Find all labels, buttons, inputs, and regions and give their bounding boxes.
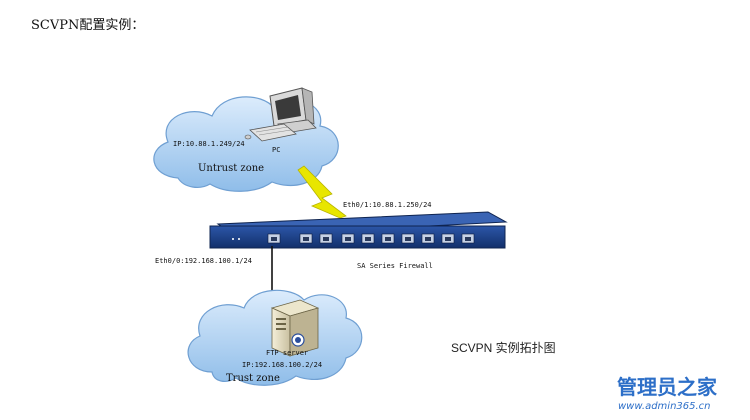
eth-trust-label: Eth0/0:192.168.100.1/24: [155, 257, 252, 265]
firewall-ports: [267, 233, 475, 244]
ftp-server-icon: [270, 299, 320, 357]
watermark-url: www.admin365.cn: [618, 401, 711, 412]
pc-ip-label: IP:10.88.1.249/24: [173, 140, 245, 148]
firewall-port-socket-8: [425, 237, 431, 241]
firewall-port-socket-3: [323, 237, 329, 241]
diagram-caption: SCVPN 实例拓扑图: [451, 340, 556, 355]
firewall-port-socket-6: [385, 237, 391, 241]
ftp-server-label: FTP server: [266, 349, 308, 357]
firewall-port-socket-10: [465, 237, 471, 241]
pc-label: PC: [272, 146, 280, 154]
vpn-link-bolt: [297, 165, 347, 219]
firewall-port-socket-2: [303, 237, 309, 241]
firewall-port-socket-1: [271, 237, 277, 241]
firewall-device: [209, 211, 508, 249]
firewall-port-socket-4: [345, 237, 351, 241]
untrust-zone-label: Untrust zone: [198, 163, 264, 174]
pc-icon: [244, 87, 317, 142]
firewall-name-label: SA Series Firewall: [357, 262, 433, 270]
firewall-port-socket-7: [405, 237, 411, 241]
firewall-port-socket-5: [365, 237, 371, 241]
ftp-server-ip-label: IP:192.168.100.2/24: [242, 361, 322, 369]
watermark-logo: 管理员之家 www.admin365.cn: [617, 375, 718, 412]
eth-untrust-label: Eth0/1:10.88.1.250/24: [343, 201, 432, 209]
page-title: SCVPN配置实例：: [31, 18, 144, 33]
trust-zone-label: Trust zone: [226, 373, 280, 384]
watermark-brand: 管理员之家: [617, 375, 718, 399]
firewall-port-socket-9: [445, 237, 451, 241]
